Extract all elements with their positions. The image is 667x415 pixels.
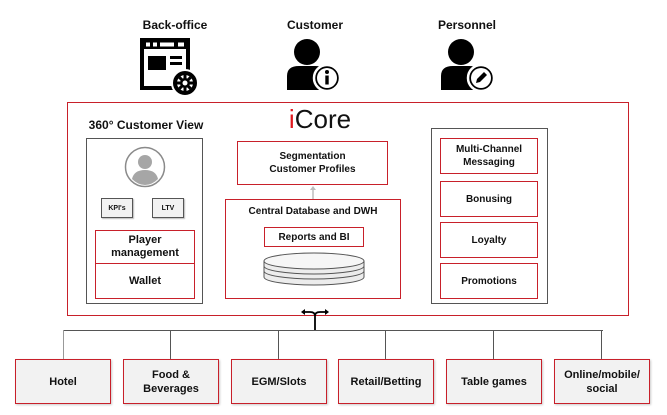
channel-bus-line xyxy=(63,330,603,332)
channel-hotel[interactable]: Hotel xyxy=(15,359,111,404)
kpis-box[interactable]: KPI's xyxy=(101,198,133,218)
connector-food-beverages xyxy=(170,330,172,359)
loyalty-box[interactable]: Loyalty xyxy=(440,222,538,258)
channel-retail-betting[interactable]: Retail/Betting xyxy=(338,359,434,404)
browser-settings-icon xyxy=(140,38,199,97)
channel-table-games[interactable]: Table games xyxy=(446,359,542,404)
customer-profiles-label: Customer Profiles xyxy=(269,164,356,175)
connector-hotel xyxy=(63,330,65,359)
ltv-box[interactable]: LTV xyxy=(152,198,184,218)
connector-retail-betting xyxy=(385,330,387,359)
connector-online xyxy=(601,330,603,359)
actor-customer-label: Customer xyxy=(286,18,343,32)
segmentation-box[interactable]: Segmentation Customer Profiles xyxy=(237,141,388,185)
bonusing-box[interactable]: Bonusing xyxy=(440,181,538,217)
icore-title-accent: i xyxy=(288,104,295,134)
user-edit-icon xyxy=(441,39,496,93)
player-management-box[interactable]: Player management xyxy=(95,230,195,264)
actor-personnel-label: Personnel xyxy=(437,18,497,32)
channel-egm-slots[interactable]: EGM/Slots xyxy=(231,359,327,404)
customer-view-title: 360° Customer View xyxy=(88,118,204,132)
actor-back-office-label: Back-office xyxy=(142,18,208,32)
up-arrow-icon xyxy=(310,186,316,199)
promotions-box[interactable]: Promotions xyxy=(440,263,538,299)
central-database-title: Central Database and DWH xyxy=(248,206,378,217)
connector-table-games xyxy=(493,330,495,359)
reports-bi-box[interactable]: Reports and BI xyxy=(264,227,364,247)
user-avatar-icon xyxy=(124,146,166,188)
online-mobile-label: Online/mobile/ xyxy=(564,368,640,381)
multi-channel-messaging-box[interactable]: Multi-Channel Messaging xyxy=(440,138,538,174)
database-icon xyxy=(263,252,365,286)
messaging-label: Messaging xyxy=(463,157,515,168)
icore-title-rest: Core xyxy=(294,104,352,134)
multi-channel-label: Multi-Channel xyxy=(455,144,523,155)
channel-online-mobile-social[interactable]: Online/mobile/ social xyxy=(554,359,650,404)
bidirectional-arrow-icon xyxy=(301,309,329,331)
connector-egm-slots xyxy=(278,330,280,359)
icore-title: iCore xyxy=(270,104,370,134)
channel-food-beverages[interactable]: Food & Beverages xyxy=(123,359,219,404)
user-info-icon xyxy=(287,39,342,93)
wallet-box[interactable]: Wallet xyxy=(95,263,195,299)
segmentation-label: Segmentation xyxy=(279,151,346,162)
central-database-box[interactable] xyxy=(225,199,401,299)
icore-container xyxy=(67,102,629,316)
social-label: social xyxy=(586,382,618,395)
